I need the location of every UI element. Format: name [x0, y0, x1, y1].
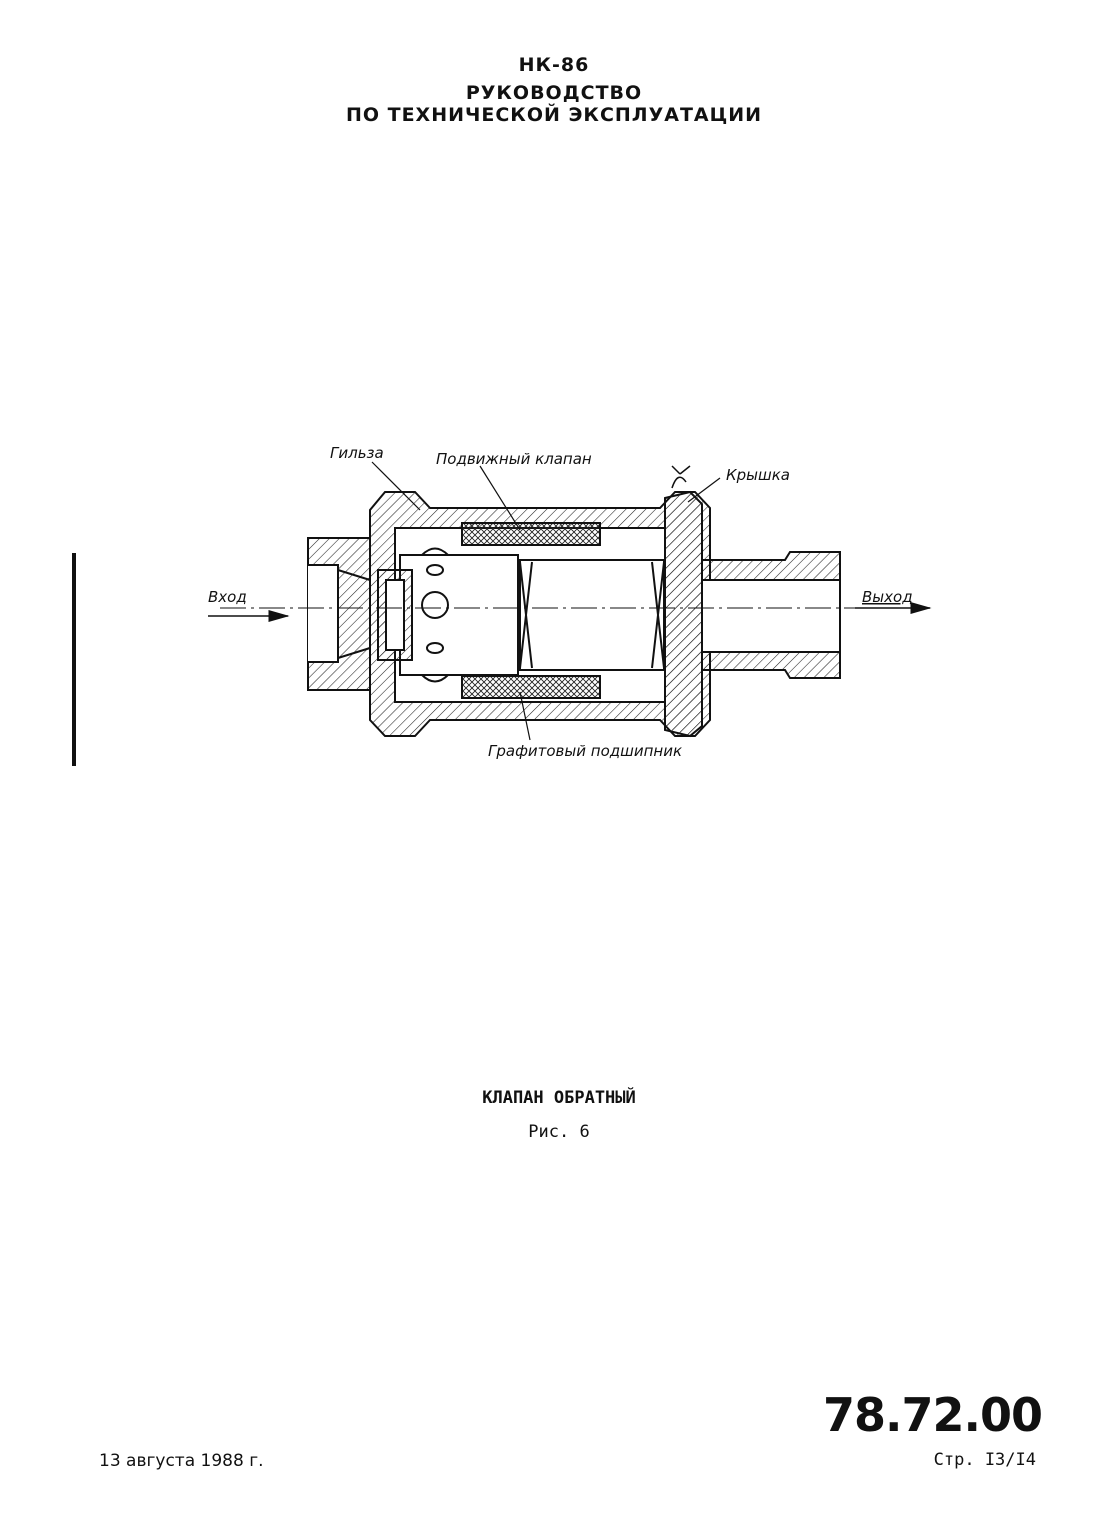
- figure-caption-title: КЛАПАН ОБРАТНЫЙ: [482, 1088, 636, 1108]
- figure-caption-number: Рис. 6: [528, 1122, 590, 1142]
- manual-title-line1: РУКОВОДСТВО: [465, 82, 643, 104]
- label-moving-valve: Подвижный клапан: [436, 450, 592, 468]
- graphite-bearing-bottom: [461, 675, 601, 699]
- label-sleeve: Гильза: [330, 444, 384, 462]
- label-bearing: Графитовый подшипник: [488, 742, 682, 760]
- moving-valve: [399, 554, 519, 676]
- graphite-bearing-top: [461, 522, 601, 546]
- cover: [664, 490, 703, 738]
- label-cover: Крышка: [726, 466, 790, 484]
- manual-title-line2: ПО ТЕХНИЧЕСКОЙ ЭКСПЛУАТАЦИИ: [345, 104, 763, 126]
- revision-date: 13 августа 1988 г.: [99, 1451, 264, 1471]
- check-valve-drawing: Гильза Подвижный клапан Крышка Вход Выхо…: [208, 444, 932, 760]
- manual-title-engine: НК-86: [518, 54, 590, 76]
- label-outlet: Выход: [862, 588, 913, 606]
- label-inlet: Вход: [208, 588, 247, 606]
- document-number: 78.72.00: [823, 1388, 1043, 1442]
- page-number: Стр. I3/I4: [933, 1450, 1036, 1470]
- margin-change-bar: [72, 553, 76, 766]
- valve-spring: [519, 561, 665, 669]
